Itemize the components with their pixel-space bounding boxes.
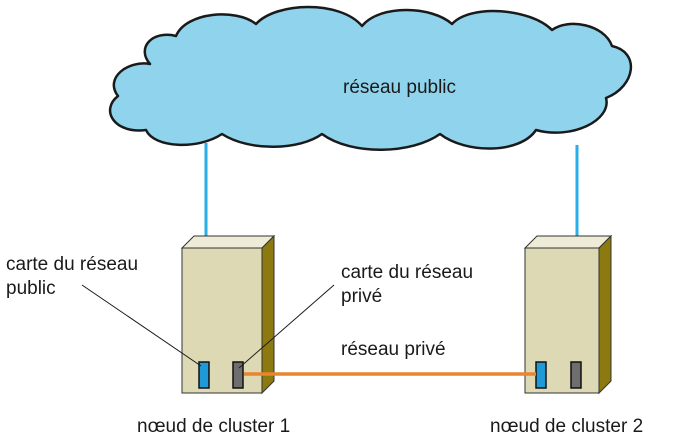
private-network-card-port [570,361,582,389]
public-network-cloud [108,5,632,151]
server-front [181,247,263,394]
private-network-label: réseau privé [341,339,446,360]
public-card-leader-line [81,284,202,367]
server-node-1 [180,234,276,395]
server-top [523,235,613,249]
private-card-label: carte du réseau privé [341,261,473,309]
private-card-leader-line [238,284,335,369]
server-side [261,234,275,395]
cloud-label: réseau public [343,77,457,98]
server-side [598,234,612,395]
public-card-label-line-2: public [6,278,56,299]
public-card-label: carte du réseau public [6,253,138,301]
node-2-label: nœud de cluster 2 [490,416,644,437]
node-1-label: nœud de cluster 1 [137,416,291,437]
public-network-card-port [198,361,210,389]
public-card-label-line-1: carte du réseau [6,254,139,275]
server-node-2 [523,234,613,395]
private-card-label-line-2: privé [341,286,383,307]
public-network-card-port [535,361,547,389]
server-top [180,235,276,249]
private-card-label-line-1: carte du réseau [341,262,474,283]
private-network-card-port [232,361,244,389]
